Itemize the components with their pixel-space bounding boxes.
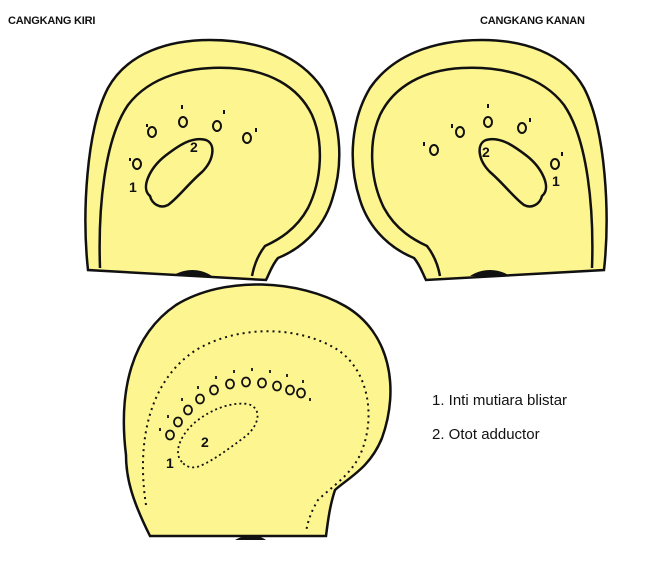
left-shell-outer	[85, 40, 339, 280]
bottom-shell-outer	[124, 284, 391, 536]
right-shell: 2 1	[353, 40, 607, 280]
bottom-marker-1: 1	[166, 455, 174, 471]
legend-item-nucleus: 1. Inti mutiara blistar	[432, 392, 567, 409]
bottom-marker-2: 2	[201, 434, 209, 450]
right-marker-2: 2	[482, 144, 490, 160]
right-marker-1: 1	[552, 173, 560, 189]
left-marker-2: 2	[190, 139, 198, 155]
legend-item-adductor: 2. Otot adductor	[432, 426, 540, 443]
left-shell: 1 2	[85, 40, 339, 280]
left-marker-1: 1	[129, 179, 137, 195]
bottom-shell: 1 2	[124, 284, 391, 540]
right-shell-outer	[353, 40, 607, 280]
